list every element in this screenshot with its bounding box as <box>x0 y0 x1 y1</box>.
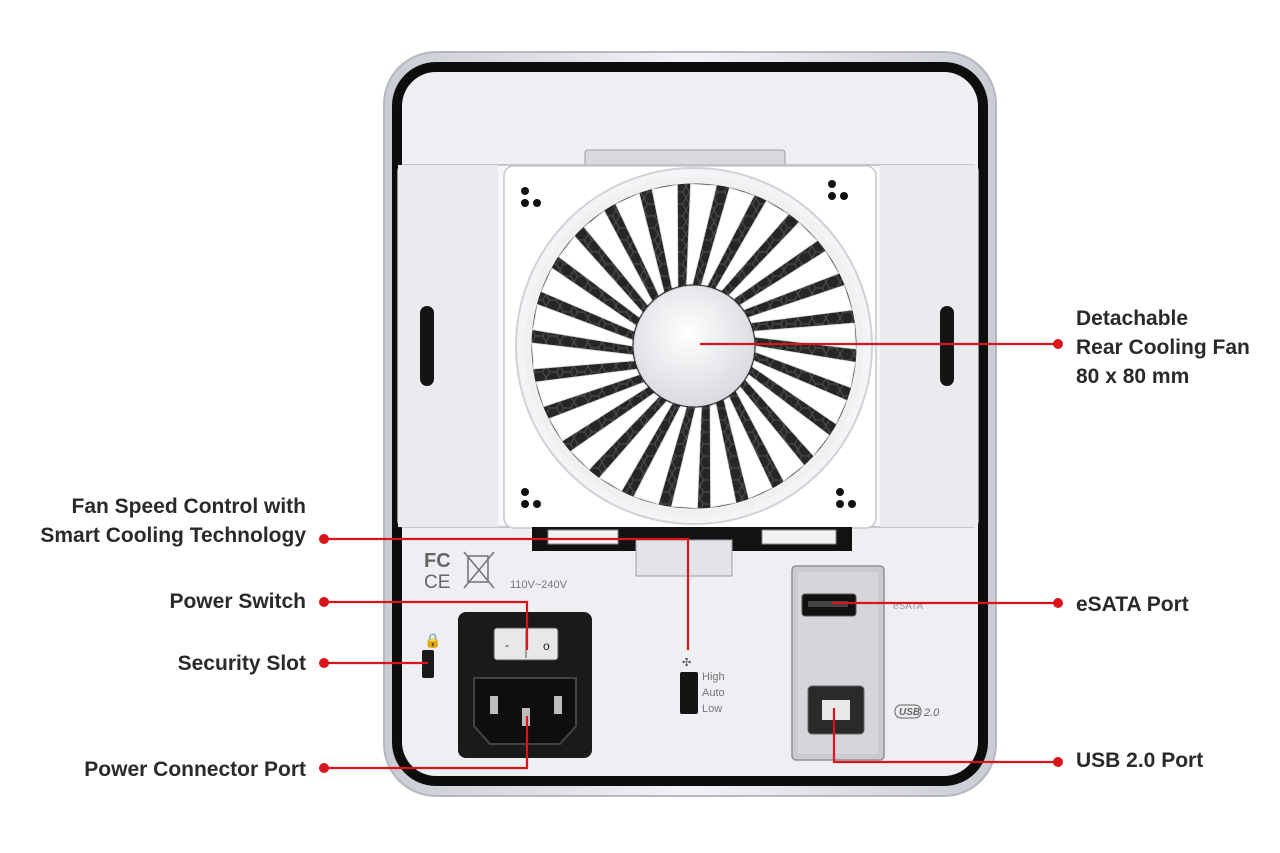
fan-blade <box>709 403 737 508</box>
fan-blade <box>753 322 857 350</box>
fan-blade <box>700 187 755 286</box>
weee-bin-icon <box>463 551 495 589</box>
power-on-mark: o <box>543 639 550 653</box>
fan-blade <box>598 401 673 492</box>
fan-symbol-icon: ✣ <box>682 656 691 669</box>
leader-fan-speed <box>324 537 690 650</box>
fan-blade <box>723 396 773 500</box>
power-off-mark: - <box>505 638 509 652</box>
callout-fan-speed-control: Fan Speed Control with Smart Cooling Tec… <box>40 492 306 550</box>
switch-label-auto: Auto <box>702 687 725 699</box>
regulatory-marks: FC CE 110V~240V <box>424 550 568 593</box>
fan-blade <box>583 210 653 306</box>
fan-blade <box>535 368 640 408</box>
ce-mark: CE <box>424 572 450 593</box>
leader-usb <box>832 708 1058 764</box>
switch-label-high: High <box>702 671 725 683</box>
fan-blade <box>670 407 702 509</box>
fan-blade <box>548 381 649 442</box>
leader-power-connector <box>324 716 529 770</box>
callout-fan-line2: Rear Cooling Fan <box>1076 336 1250 359</box>
leader-power-connector-dot <box>319 763 329 773</box>
callout-fan-line1: Detachable <box>1076 307 1189 330</box>
switch-label-low: Low <box>702 703 722 715</box>
usb-version-text: 2.0 <box>923 707 940 719</box>
fan-blade <box>570 392 660 471</box>
fan-blades <box>531 183 857 509</box>
fan-blade <box>633 406 688 505</box>
fan-blade <box>739 250 840 311</box>
leader-power-switch <box>324 600 529 650</box>
fan-blade <box>558 235 643 318</box>
fan-blade <box>745 374 830 457</box>
cooling-fan <box>503 165 877 529</box>
screw-icon <box>835 487 857 509</box>
leader-usb-dot <box>1053 757 1063 767</box>
fan-screws <box>520 179 857 509</box>
fan-hub <box>633 285 755 407</box>
callout-fan-speed-line2: Smart Cooling Technology <box>40 524 306 547</box>
fan-blade <box>615 192 665 296</box>
usb-badge <box>894 704 922 719</box>
leader-security-slot-dot <box>319 658 329 668</box>
callout-security-slot: Security Slot <box>177 652 306 675</box>
fan-blade <box>686 183 718 285</box>
fan-blade <box>532 303 633 347</box>
callout-esata-port: eSATA Port <box>1076 593 1189 616</box>
fan-blade <box>651 184 679 289</box>
usb-badge-text: USB <box>899 707 920 718</box>
callout-fan-line3: 80 x 80 mm <box>1076 365 1190 388</box>
leader-fan-dot <box>1053 339 1063 349</box>
callout-power-connector-port: Power Connector Port <box>84 758 306 781</box>
callout-usb-port: USB 2.0 Port <box>1076 749 1204 772</box>
fan-blade <box>755 345 856 389</box>
voltage-label: 110V~240V <box>510 579 568 591</box>
fcc-mark: FC <box>424 550 451 572</box>
fan-blade <box>728 221 818 300</box>
fan-speed-switch: ✣ High Auto Low <box>680 656 725 715</box>
fan-blade <box>751 360 848 425</box>
callout-leader-lines <box>319 339 1063 773</box>
leader-power-switch-dot <box>319 597 329 607</box>
callout-power-switch: Power Switch <box>169 590 306 613</box>
lock-icon: 🔒 <box>424 633 441 649</box>
screw-icon <box>520 487 542 509</box>
leader-fan-speed-dot <box>319 534 329 544</box>
callout-fan-speed-line1: Fan Speed Control with <box>71 495 307 518</box>
fan-blade <box>540 267 637 332</box>
fan-blade <box>531 342 635 370</box>
power-connector-block: - o <box>458 612 592 758</box>
fan-blade <box>748 284 853 324</box>
callout-rear-cooling-fan: Detachable Rear Cooling Fan 80 x 80 mm <box>1076 304 1250 391</box>
fan-blade <box>735 386 805 482</box>
fan-blade <box>715 200 790 291</box>
screw-icon <box>827 179 849 201</box>
esata-label: eSATA <box>893 601 924 612</box>
screw-icon <box>520 186 542 208</box>
leader-esata-dot <box>1053 598 1063 608</box>
